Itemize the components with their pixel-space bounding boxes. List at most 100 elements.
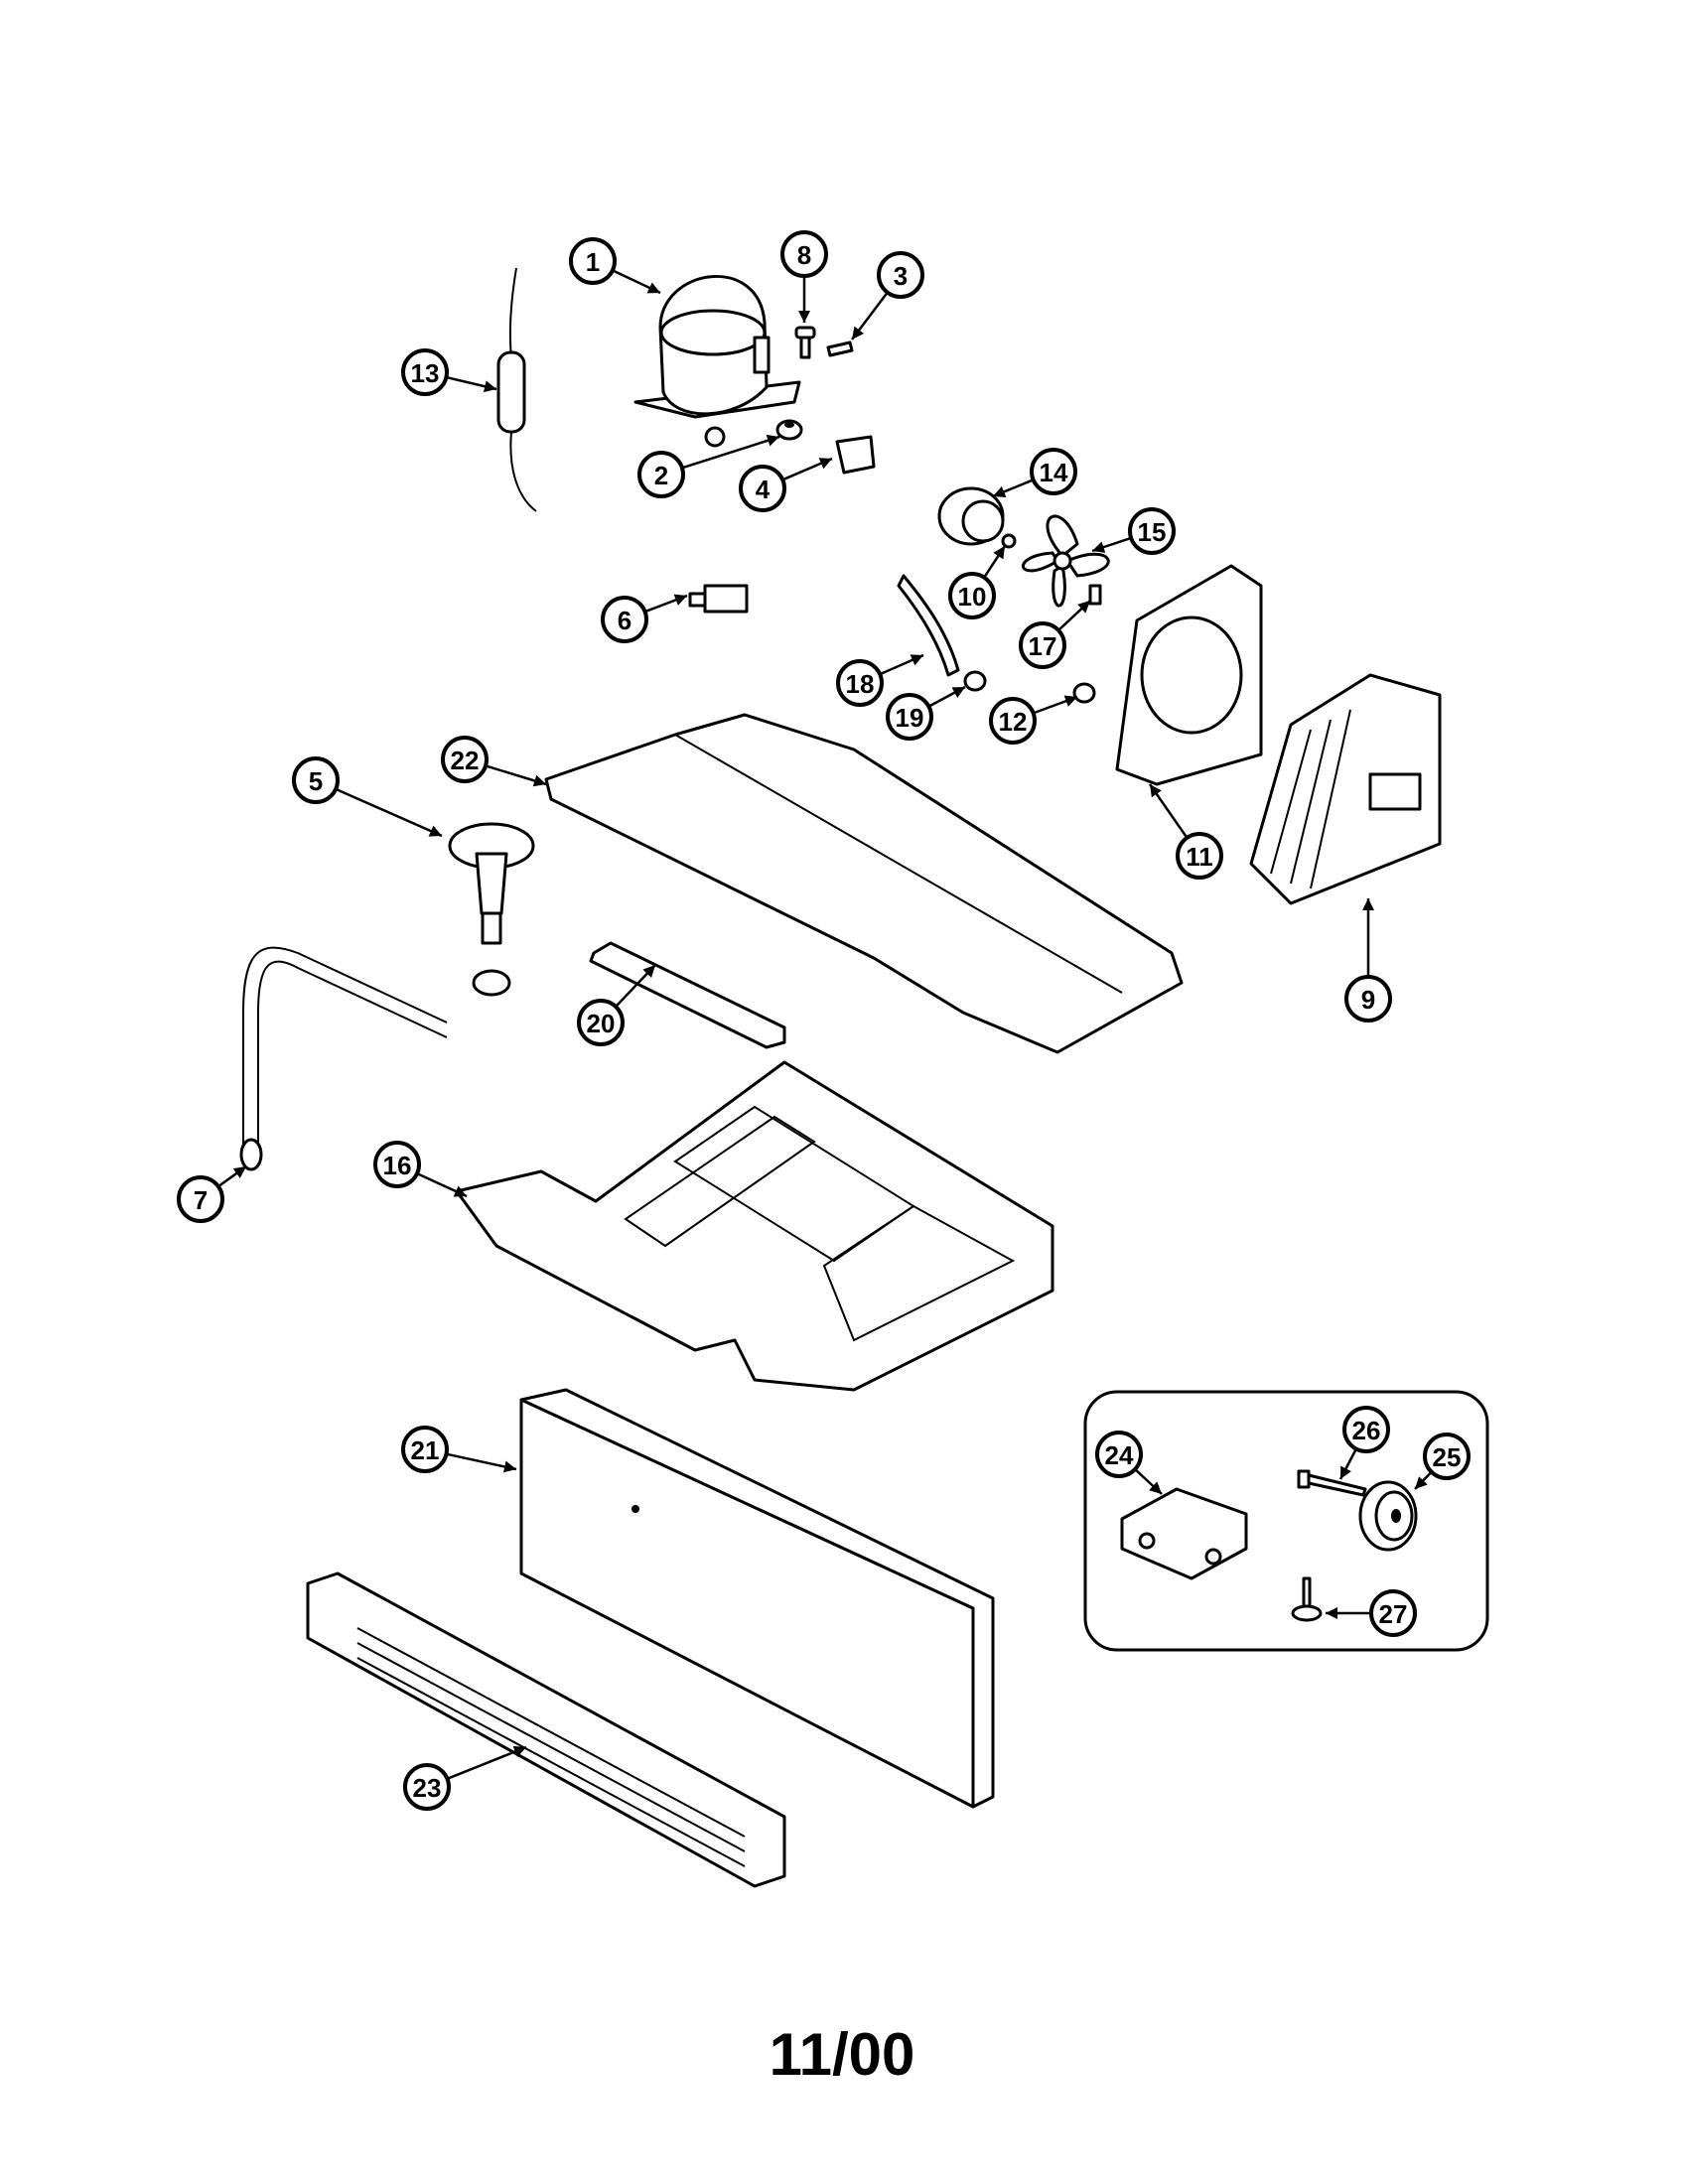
callout-circle xyxy=(373,1141,421,1188)
callout-6: 6 xyxy=(601,596,648,643)
callout-number: 19 xyxy=(896,703,924,733)
leader-c23 xyxy=(446,1745,527,1780)
part-fan-motor xyxy=(937,486,1005,546)
arrowhead-c6 xyxy=(673,594,687,606)
date-code: 11/00 xyxy=(769,2021,915,2088)
part-support-18 xyxy=(897,574,960,677)
callout-number: 1 xyxy=(586,247,600,277)
callout-circle xyxy=(1095,1431,1143,1478)
callout-9: 9 xyxy=(1344,975,1392,1023)
callout-circle xyxy=(780,230,828,278)
callout-number: 9 xyxy=(1361,985,1375,1015)
callout-number: 3 xyxy=(894,261,908,291)
arrowhead-c26 xyxy=(1340,1465,1351,1479)
arrowhead-c21 xyxy=(502,1460,516,1473)
callout-14: 14 xyxy=(1030,448,1077,495)
callout-number: 25 xyxy=(1433,1442,1462,1472)
arrowhead-c20 xyxy=(642,965,655,978)
callout-16: 16 xyxy=(373,1141,421,1188)
part-drain-pan xyxy=(455,1060,1054,1392)
callout-number: 16 xyxy=(383,1151,412,1180)
part-relay-4 xyxy=(835,435,876,475)
arrowhead-c3 xyxy=(852,326,865,340)
callout-3: 3 xyxy=(877,251,924,299)
part-screw-8 xyxy=(794,326,816,359)
callout-number: 26 xyxy=(1352,1416,1381,1445)
part-hinge-24 xyxy=(1120,1487,1248,1580)
callout-circle xyxy=(877,251,924,299)
callout-10: 10 xyxy=(948,572,996,619)
callout-circle xyxy=(292,756,340,804)
arrowhead-c7 xyxy=(232,1166,246,1178)
callout-circle xyxy=(441,736,489,783)
callout-13: 13 xyxy=(401,348,449,396)
callout-circle xyxy=(1030,448,1077,495)
part-fan-blade xyxy=(1022,514,1110,608)
callout-number: 18 xyxy=(846,669,875,699)
arrowhead-c18 xyxy=(910,654,923,666)
callout-2: 2 xyxy=(637,451,685,498)
callout-circle xyxy=(989,697,1037,745)
arrowhead-c14 xyxy=(993,485,1007,498)
leader-c2 xyxy=(681,435,780,470)
arrowhead-c11 xyxy=(1150,784,1162,798)
part-toe-grille xyxy=(306,1571,786,1888)
callout-23: 23 xyxy=(403,1763,451,1811)
callout-number: 2 xyxy=(654,461,668,490)
part-grommet-12 xyxy=(1072,682,1096,704)
callout-26: 26 xyxy=(1342,1406,1390,1453)
arrowhead-c15 xyxy=(1092,541,1106,553)
arrowhead-c17 xyxy=(1077,601,1090,614)
callout-circle xyxy=(1423,1433,1471,1480)
callout-21: 21 xyxy=(401,1426,449,1473)
part-compressor xyxy=(633,275,801,448)
callout-circle xyxy=(569,237,617,285)
callout-number: 5 xyxy=(309,766,323,796)
part-bracket-17 xyxy=(1088,584,1102,606)
arrowhead-c8 xyxy=(798,311,810,323)
arrowhead-c24 xyxy=(1149,1481,1162,1494)
arrowhead-c4 xyxy=(818,458,832,470)
callout-circle xyxy=(577,999,625,1046)
part-grommet-2 xyxy=(775,419,803,441)
callout-4: 4 xyxy=(739,465,786,512)
callout-number: 11 xyxy=(1186,842,1213,872)
callout-number: 23 xyxy=(413,1773,442,1803)
callout-circle xyxy=(401,1426,449,1473)
leader-lines xyxy=(217,269,1433,1780)
part-access-panel xyxy=(519,1388,995,1809)
arrowhead-c19 xyxy=(951,687,965,698)
callout-circle xyxy=(177,1175,224,1223)
callout-17: 17 xyxy=(1019,621,1066,669)
arrowhead-c22 xyxy=(532,774,546,787)
leader-c5 xyxy=(335,787,443,838)
callout-circle xyxy=(886,693,933,741)
callout-circle xyxy=(637,451,685,498)
callout-number: 15 xyxy=(1138,517,1167,547)
part-leveling-leg-27 xyxy=(1291,1576,1323,1622)
callout-circle xyxy=(1369,1589,1417,1637)
callout-11: 11 xyxy=(1176,832,1223,880)
callout-circle xyxy=(401,348,449,396)
callout-15: 15 xyxy=(1128,507,1176,555)
callout-circle xyxy=(1128,507,1176,555)
part-fan-shroud xyxy=(1115,564,1263,786)
inset-box xyxy=(1083,1390,1489,1652)
part-clip-3 xyxy=(826,341,854,357)
callout-20: 20 xyxy=(577,999,625,1046)
callout-circle xyxy=(948,572,996,619)
callout-1: 1 xyxy=(569,237,617,285)
callout-7: 7 xyxy=(177,1175,224,1223)
callout-circle xyxy=(403,1763,451,1811)
callout-circle xyxy=(1019,621,1066,669)
callout-number: 14 xyxy=(1040,458,1068,487)
arrowhead-c25 xyxy=(1415,1476,1428,1489)
callout-number: 24 xyxy=(1105,1440,1134,1470)
arrowhead-c23 xyxy=(512,1745,526,1758)
part-nut-10 xyxy=(1001,533,1017,549)
arrowhead-c27 xyxy=(1326,1607,1337,1619)
callout-number: 27 xyxy=(1379,1599,1408,1629)
callout-number: 4 xyxy=(756,475,771,504)
